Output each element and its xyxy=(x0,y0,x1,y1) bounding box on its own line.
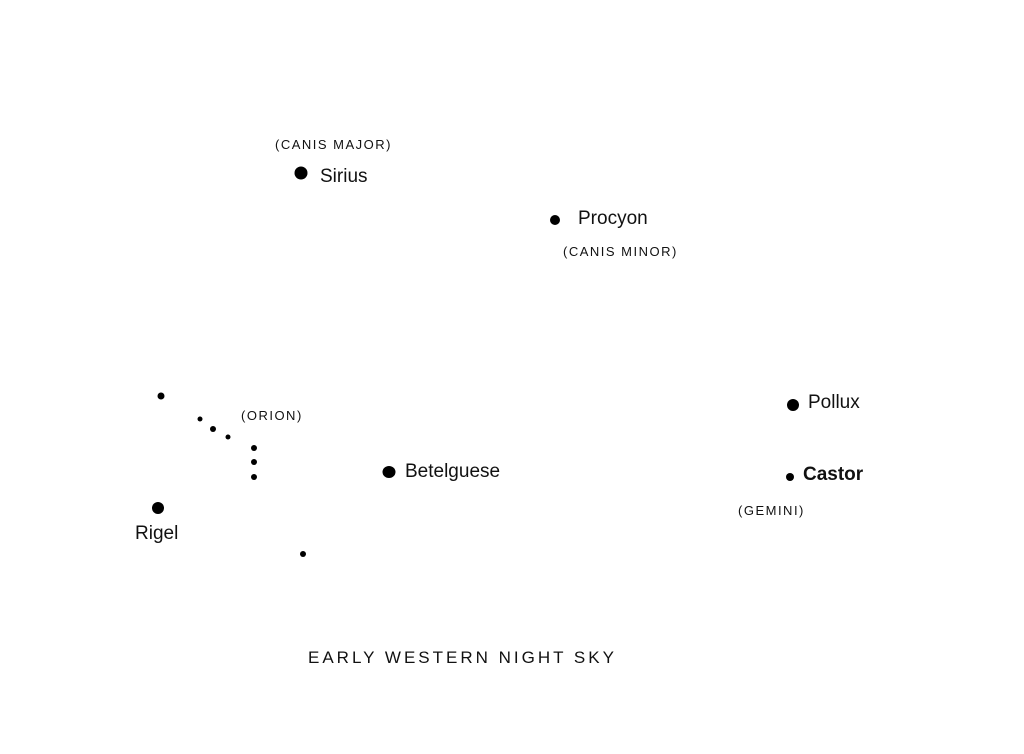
star-label-pollux: Pollux xyxy=(808,392,860,413)
constellation-label-canis-minor: (CANIS MINOR) xyxy=(563,244,678,259)
constellation-label-canis-major: (CANIS MAJOR) xyxy=(275,137,392,152)
star-dot-betelguese xyxy=(382,466,396,478)
star-dot-orion-belt xyxy=(251,459,257,465)
star-dot-procyon xyxy=(550,215,560,225)
star-label-betelguese: Betelguese xyxy=(405,461,501,482)
constellation-label-orion: (ORION) xyxy=(241,408,303,423)
star-dot-orion xyxy=(225,434,231,440)
star-dot-sirius xyxy=(294,166,308,180)
star-dot-castor xyxy=(786,473,794,481)
star-label-procyon: Procyon xyxy=(578,208,648,229)
star-dot-orion-belt xyxy=(251,445,257,451)
chart-title: EARLY WESTERN NIGHT SKY xyxy=(308,648,617,667)
star-dot-orion xyxy=(210,426,216,432)
star-dot-orion xyxy=(300,551,306,557)
star-dot-rigel xyxy=(152,502,164,514)
star-label-castor: Castor xyxy=(803,464,864,485)
star-dot-orion xyxy=(197,416,203,422)
star-dot-orion xyxy=(157,392,165,400)
star-label-sirius: Sirius xyxy=(320,166,368,187)
star-dot-orion-belt xyxy=(251,474,257,480)
star-dot-pollux xyxy=(787,399,799,411)
star-label-rigel: Rigel xyxy=(135,523,179,544)
constellation-label-gemini: (GEMINI) xyxy=(738,503,805,518)
